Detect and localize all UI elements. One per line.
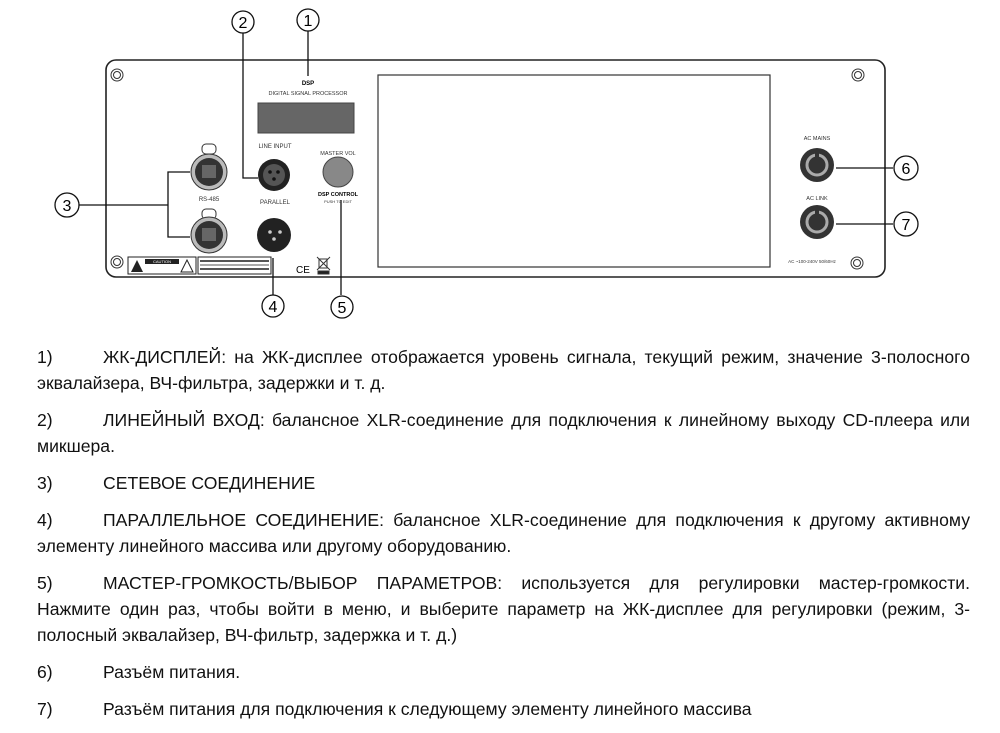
callout-circles xyxy=(54,8,919,319)
callout-2: 2 xyxy=(239,15,248,32)
item-text: ПАРАЛЛЕЛЬНОЕ СОЕДИНЕНИЕ: балансное XLR-с… xyxy=(37,510,970,556)
item-number: 4) xyxy=(37,510,53,530)
master-vol-knob-icon xyxy=(322,156,354,188)
item-number: 5) xyxy=(37,573,53,593)
dsp-title: DSP xyxy=(302,81,314,87)
parallel-label: PARALLEL xyxy=(260,200,291,206)
item-number: 1) xyxy=(37,347,53,367)
xlr-female-connector-icon xyxy=(258,159,290,191)
item-text: Разъём питания для подключения к следующ… xyxy=(103,699,752,719)
list-item: 2)ЛИНЕЙНЫЙ ВХОД: балансное XLR-соединени… xyxy=(37,407,970,459)
caution-label-icon xyxy=(127,256,272,275)
rs485-connector-icon xyxy=(190,143,228,254)
list-item: 6) Разъём питания. xyxy=(37,659,970,685)
rear-panel-diagram: DSP DIGITAL SIGNAL PROCESSOR RS-485 LINE… xyxy=(54,8,919,319)
line-input-label: LINE INPUT xyxy=(258,144,291,150)
caution-text: CAUTION xyxy=(153,259,171,264)
list-item: 1)ЖК-ДИСПЛЕЙ: на ЖК-дисплее отображается… xyxy=(37,344,970,396)
item-text: МАСТЕР-ГРОМКОСТЬ/ВЫБОР ПАРАМЕТРОВ: испол… xyxy=(37,573,970,645)
screw-icon xyxy=(110,68,865,270)
xlr-male-connector-icon xyxy=(257,218,291,252)
description-list: 1)ЖК-ДИСПЛЕЙ: на ЖК-дисплее отображается… xyxy=(37,344,970,733)
list-item: 7) Разъём питания для подключения к следу… xyxy=(37,696,970,722)
large-panel-window xyxy=(377,74,771,268)
weee-bin-icon xyxy=(316,256,331,275)
item-number: 2) xyxy=(37,410,53,430)
callout-6: 6 xyxy=(902,161,911,178)
master-vol-label: MASTER VOL xyxy=(320,151,355,157)
callout-5: 5 xyxy=(338,300,347,317)
powercon-mains-icon xyxy=(800,148,834,182)
callout-1: 1 xyxy=(304,13,313,30)
push-to-edit-label: PUSH TO EDIT xyxy=(324,199,352,204)
item-text: ЛИНЕЙНЫЙ ВХОД: балансное XLR-соединение … xyxy=(37,410,970,456)
callout-3: 3 xyxy=(63,198,72,215)
dsp-subtitle: DIGITAL SIGNAL PROCESSOR xyxy=(269,91,348,97)
callout-leader-lines xyxy=(79,31,893,295)
item-text: ЖК-ДИСПЛЕЙ: на ЖК-дисплее отображается у… xyxy=(37,347,970,393)
ce-mark: CE xyxy=(296,265,310,276)
list-item: 3) СЕТЕВОЕ СОЕДИНЕНИЕ xyxy=(37,470,970,496)
list-item: 4)ПАРАЛЛЕЛЬНОЕ СОЕДИНЕНИЕ: балансное XLR… xyxy=(37,507,970,559)
ac-rating-label: AC ~100-240V 50/60Hz xyxy=(788,259,836,264)
item-number: 6) xyxy=(37,662,53,682)
callout-4: 4 xyxy=(269,299,278,316)
lcd-display xyxy=(257,102,355,134)
powercon-link-icon xyxy=(800,205,834,239)
item-number: 7) xyxy=(37,699,53,719)
ac-link-label: AC LINK xyxy=(806,196,828,202)
item-text: СЕТЕВОЕ СОЕДИНЕНИЕ xyxy=(103,473,316,493)
list-item: 5)МАСТЕР-ГРОМКОСТЬ/ВЫБОР ПАРАМЕТРОВ: исп… xyxy=(37,570,970,648)
rs485-label: RS-485 xyxy=(199,197,220,203)
ac-mains-label: AC MAINS xyxy=(804,136,831,142)
item-number: 3) xyxy=(37,473,53,493)
callout-7: 7 xyxy=(902,217,911,234)
item-text: Разъём питания. xyxy=(103,662,241,682)
dsp-control-label: DSP CONTROL xyxy=(318,192,359,198)
